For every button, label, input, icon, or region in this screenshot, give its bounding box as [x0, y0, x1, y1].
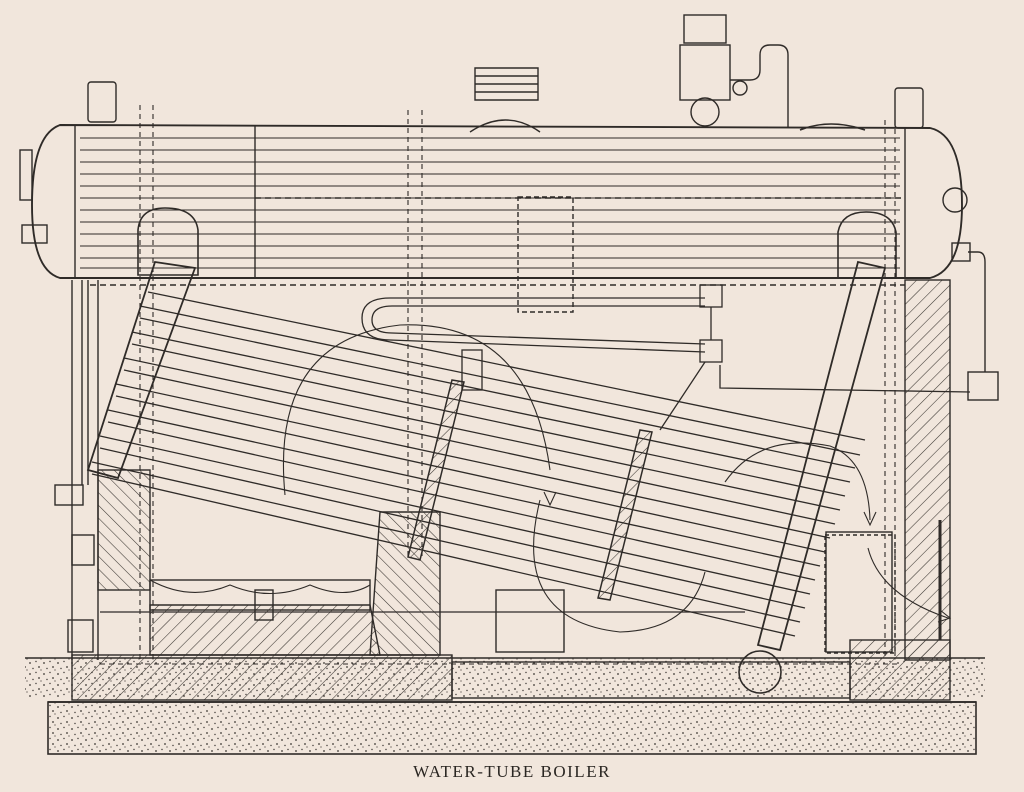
- steam-valve: [679, 14, 789, 128]
- figure-caption: WATER-TUBE BOILER: [413, 762, 611, 781]
- rear-header: [738, 211, 897, 694]
- brick-setting: [71, 279, 951, 701]
- top-fittings: [87, 14, 924, 133]
- front-header: [86, 207, 199, 480]
- gas-flow-arrows: [282, 324, 952, 633]
- superheater: [361, 284, 971, 431]
- front-fittings: [54, 280, 95, 653]
- steam-drum: [31, 124, 963, 313]
- firebox: [100, 520, 942, 654]
- baffles: [407, 379, 653, 601]
- buck-stays: [100, 105, 900, 665]
- water-tube-bank: [91, 291, 866, 637]
- drum-end-fittings: [19, 149, 999, 401]
- safety-valve: [469, 67, 541, 133]
